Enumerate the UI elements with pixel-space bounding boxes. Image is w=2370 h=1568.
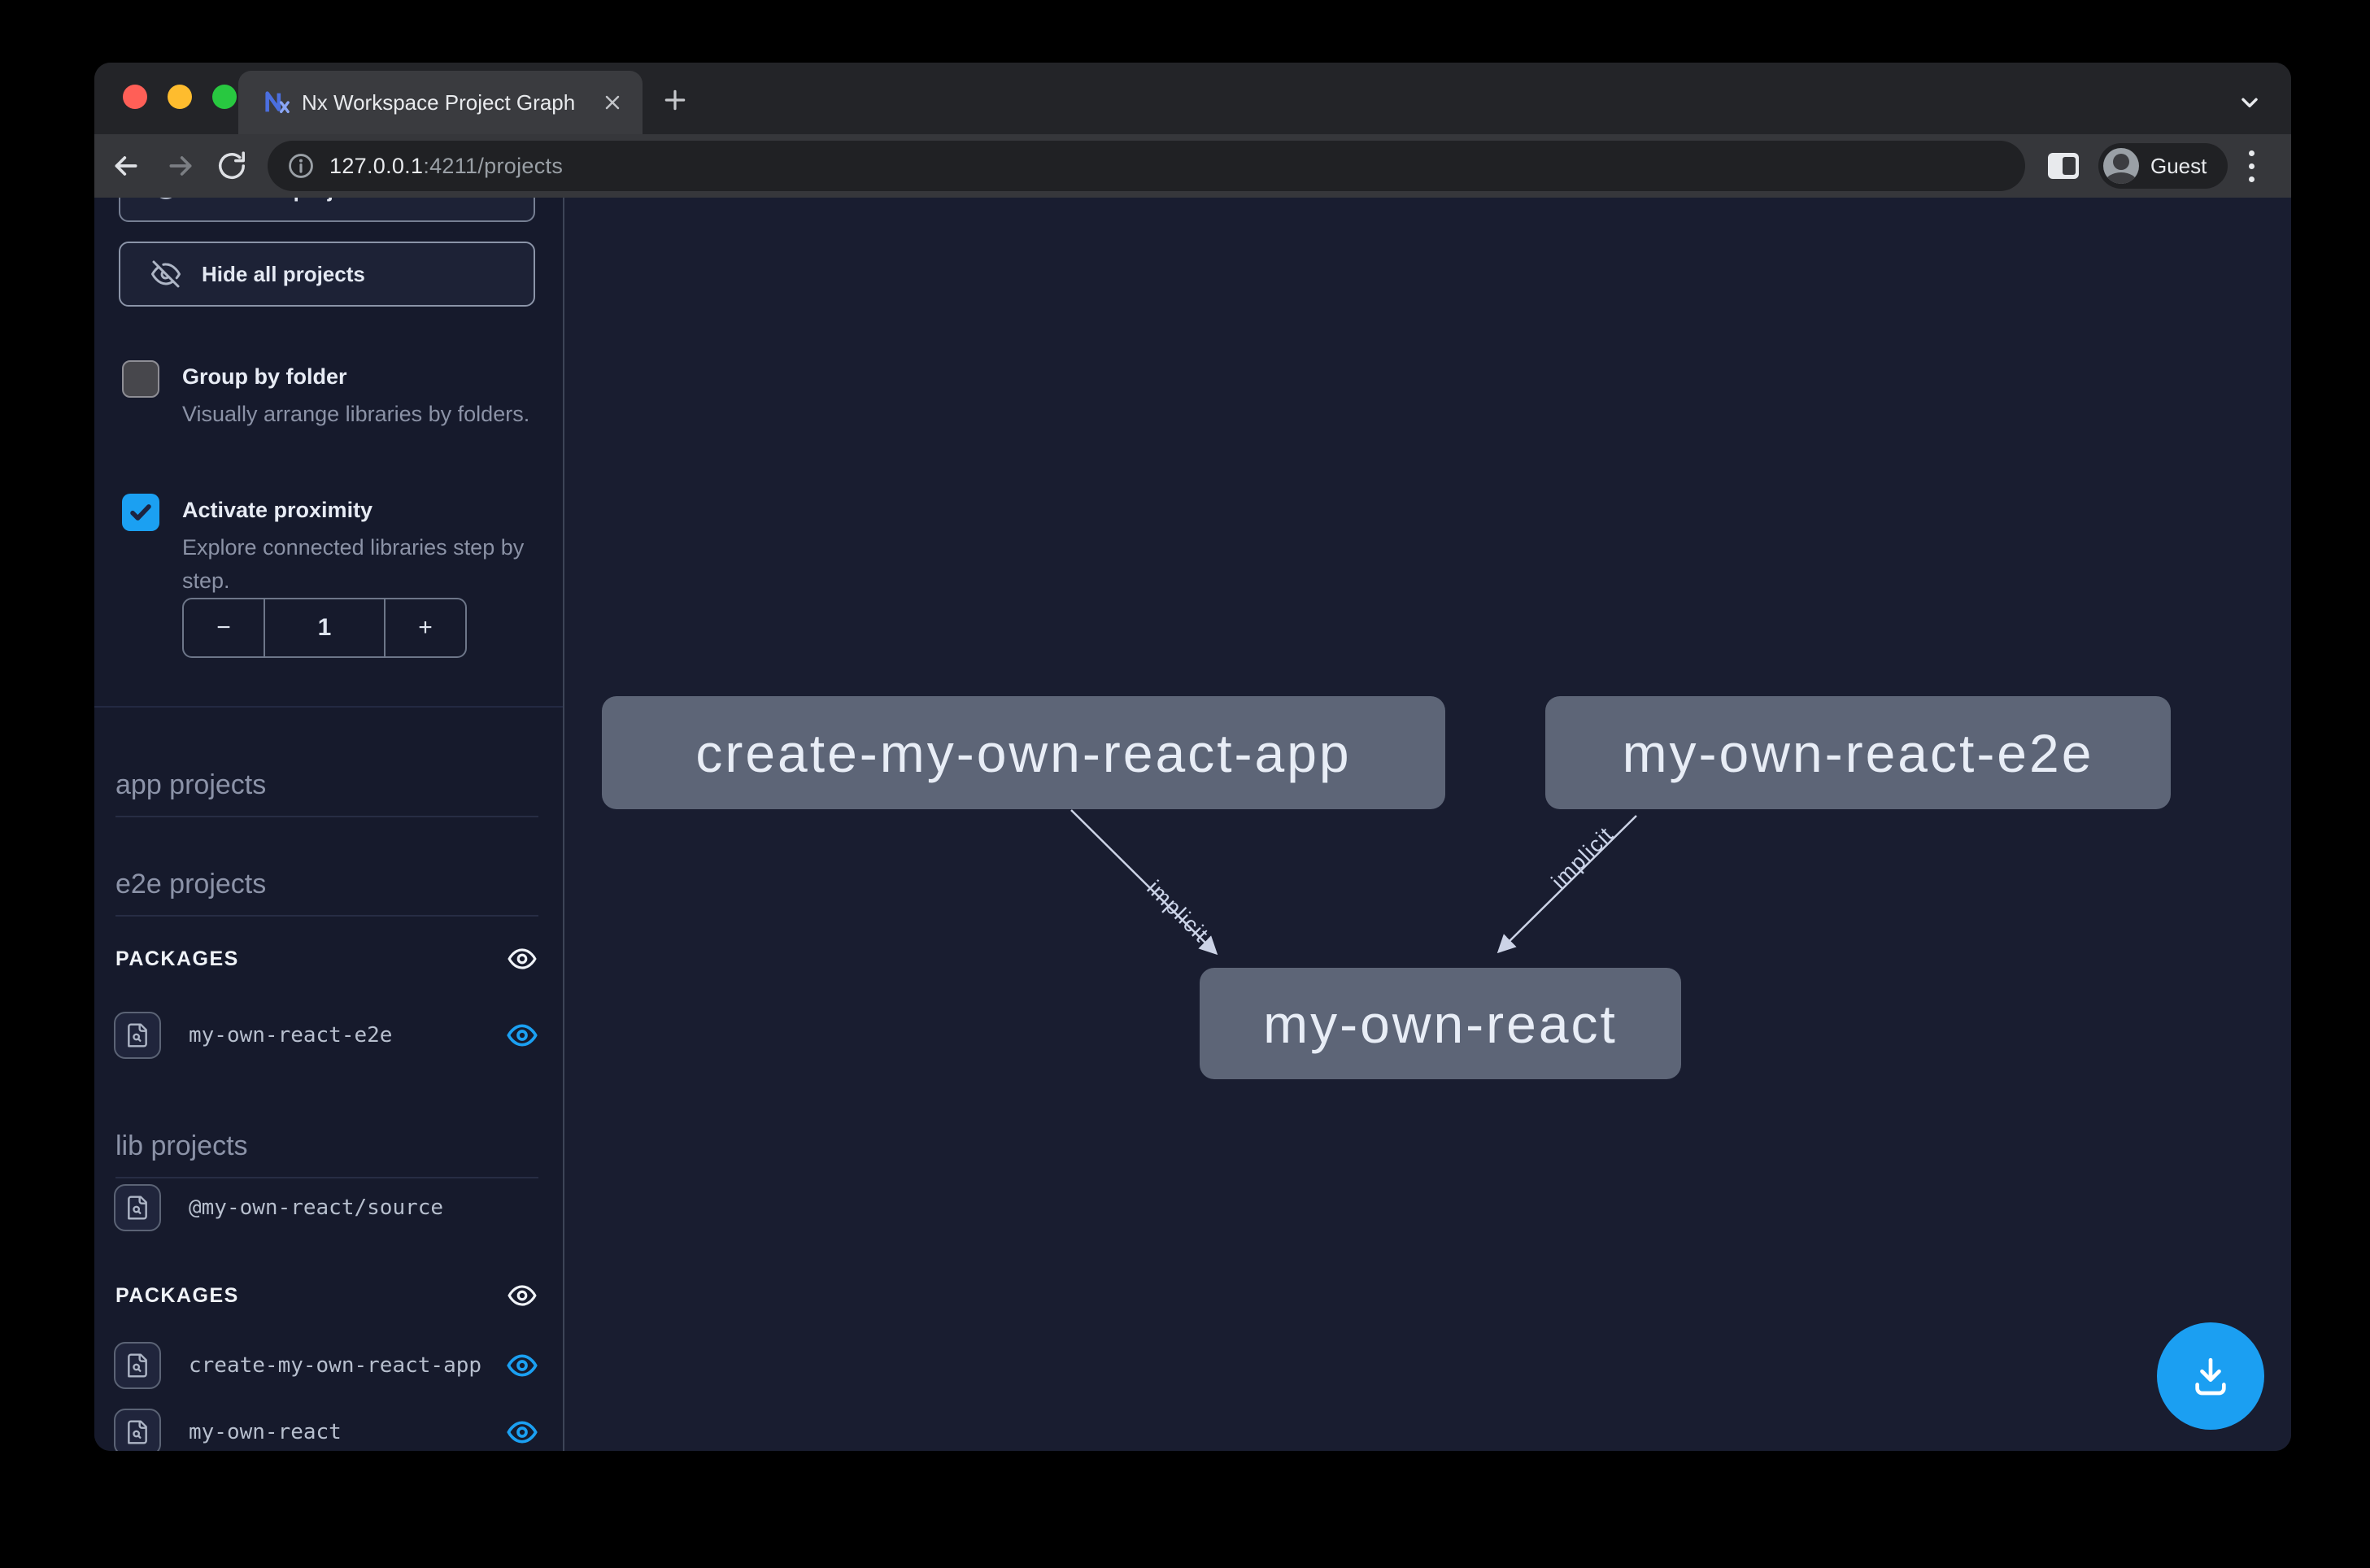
check-icon <box>127 499 155 526</box>
graph-node-my-own-react-e2e[interactable]: my-own-react-e2e <box>1545 696 2171 809</box>
show-all-projects-button[interactable]: Show all projects <box>119 198 535 222</box>
window-close-button[interactable] <box>123 85 147 109</box>
browser-tab[interactable]: Nx Workspace Project Graph <box>238 71 643 134</box>
show-all-projects-label: Show all projects <box>202 198 376 203</box>
tab-title: Nx Workspace Project Graph <box>302 90 594 115</box>
file-search-icon <box>124 1352 150 1379</box>
profile-button[interactable]: Guest <box>2098 143 2228 189</box>
eye-icon <box>151 198 181 204</box>
project-name[interactable]: my-own-react <box>189 1420 506 1444</box>
project-name[interactable]: @my-own-react/source <box>189 1196 538 1220</box>
project-row-create-my-own-react-app: create-my-own-react-app <box>114 1341 538 1390</box>
proximity-depth-stepper: − 1 + <box>182 598 467 658</box>
e2e-packages-header: PACKAGES <box>115 943 538 975</box>
forward-button[interactable] <box>162 147 199 185</box>
project-row-my-own-react: my-own-react <box>114 1408 538 1451</box>
packages-heading: PACKAGES <box>115 947 239 971</box>
window-minimize-button[interactable] <box>168 85 192 109</box>
group-by-folder-label: Group by folder <box>182 359 529 394</box>
activate-proximity-checkbox[interactable] <box>122 494 159 531</box>
graph-node-my-own-react[interactable]: my-own-react <box>1200 968 1681 1079</box>
focus-project-button[interactable] <box>114 1342 161 1389</box>
file-search-icon <box>124 1419 150 1445</box>
activate-proximity-description: Explore connected libraries step by step… <box>182 531 564 598</box>
address-bar[interactable]: 127.0.0.1:4211/projects <box>268 141 2025 191</box>
edge-e2e-to-my-own-react[interactable]: implicit <box>1500 816 1636 951</box>
tab-close-icon[interactable] <box>600 90 625 115</box>
toggle-all-packages-eye-icon[interactable] <box>506 943 538 975</box>
file-search-icon <box>124 1195 150 1221</box>
lib-packages-header: PACKAGES <box>115 1279 538 1312</box>
url-path: :4211/projects <box>423 154 563 178</box>
focus-project-button[interactable] <box>114 1409 161 1451</box>
sidebar: Show all projects Hide all projects Grou… <box>94 198 564 1451</box>
browser-window: Nx Workspace Project Graph <box>94 63 2291 1451</box>
side-panel-icon-inner <box>2063 157 2076 175</box>
focus-project-button[interactable] <box>114 1012 161 1059</box>
browser-menu-icon[interactable] <box>2233 146 2269 185</box>
url-text: 127.0.0.1:4211/projects <box>329 154 563 179</box>
back-button[interactable] <box>107 147 145 185</box>
toggle-visibility-eye-icon[interactable] <box>506 1019 538 1052</box>
edge-label: implicit <box>1142 876 1213 947</box>
browser-toolbar: 127.0.0.1:4211/projects Guest <box>94 134 2291 198</box>
url-host: 127.0.0.1 <box>329 154 423 178</box>
project-name[interactable]: create-my-own-react-app <box>189 1353 506 1378</box>
tab-strip: Nx Workspace Project Graph <box>94 63 2291 134</box>
new-tab-button[interactable] <box>657 82 693 118</box>
project-graph-canvas[interactable]: implicit implicit create-my-own-react-ap… <box>564 198 2291 1451</box>
file-search-icon <box>124 1022 150 1048</box>
group-by-folder-checkbox[interactable] <box>122 360 159 398</box>
toggle-all-packages-eye-icon[interactable] <box>506 1279 538 1312</box>
window-zoom-button[interactable] <box>212 85 237 109</box>
nx-graph-page: Show all projects Hide all projects Grou… <box>94 198 2291 1451</box>
hide-all-projects-button[interactable]: Hide all projects <box>119 242 535 307</box>
sidebar-divider <box>94 706 564 708</box>
reload-button[interactable] <box>213 147 251 185</box>
toggle-visibility-eye-icon[interactable] <box>506 1416 538 1448</box>
hide-all-projects-label: Hide all projects <box>202 262 365 287</box>
packages-heading: PACKAGES <box>115 1284 239 1308</box>
app-projects-heading: app projects <box>115 767 538 817</box>
download-graph-button[interactable] <box>2157 1322 2264 1430</box>
graph-node-create-my-own-react-app[interactable]: create-my-own-react-app <box>602 696 1445 809</box>
proximity-depth-value[interactable]: 1 <box>265 599 384 656</box>
profile-name: Guest <box>2150 154 2207 179</box>
eye-off-icon <box>151 259 181 289</box>
avatar-icon <box>2103 148 2139 184</box>
download-icon <box>2188 1353 2233 1399</box>
project-name[interactable]: my-own-react-e2e <box>189 1023 506 1048</box>
group-by-folder-description: Visually arrange libraries by folders. <box>182 398 564 431</box>
site-info-icon[interactable] <box>287 152 315 180</box>
project-row-my-own-react-source: @my-own-react/source <box>114 1183 538 1232</box>
focus-project-button[interactable] <box>114 1184 161 1231</box>
window-controls <box>123 85 237 109</box>
decrement-button[interactable]: − <box>184 599 265 656</box>
nx-logo-favicon <box>263 89 290 116</box>
increment-button[interactable]: + <box>384 599 465 656</box>
toggle-visibility-eye-icon[interactable] <box>506 1349 538 1382</box>
e2e-projects-heading: e2e projects <box>115 866 538 917</box>
lib-projects-heading: lib projects <box>115 1128 538 1178</box>
activate-proximity-label: Activate proximity <box>182 492 529 528</box>
tab-search-chevron-icon[interactable] <box>2232 84 2268 120</box>
edge-label: implicit <box>1547 822 1618 894</box>
activate-proximity-option: Activate proximity Explore connected lib… <box>122 492 529 598</box>
group-by-folder-option: Group by folder Visually arrange librari… <box>122 359 529 431</box>
graph-edges: implicit implicit <box>564 198 2289 1451</box>
project-row-my-own-react-e2e: my-own-react-e2e <box>114 1011 538 1060</box>
side-panel-icon[interactable] <box>2048 153 2079 179</box>
edge-create-app-to-my-own-react[interactable]: implicit <box>1071 810 1215 952</box>
